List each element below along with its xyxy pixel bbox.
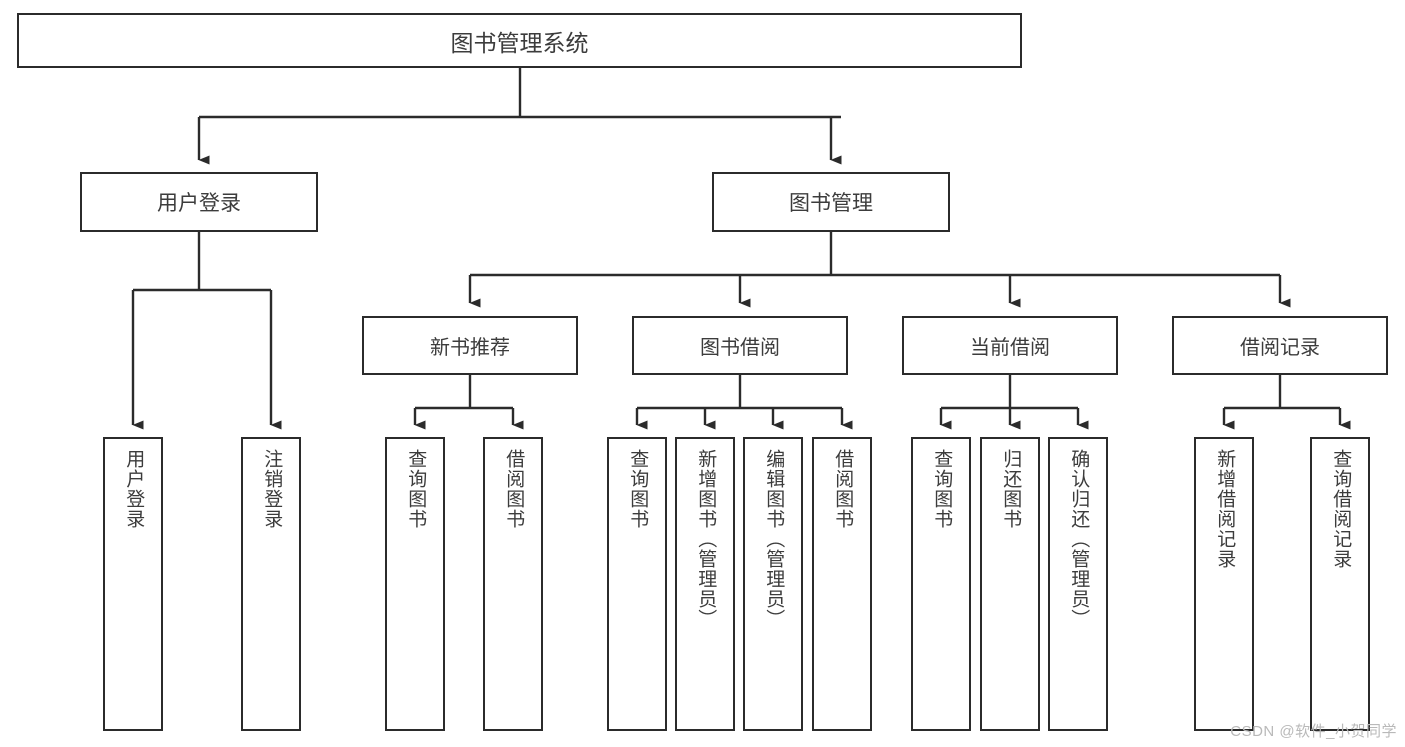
node-borrow-record-label: 借阅记录 [1240, 337, 1320, 359]
leaf-new-book-query[interactable]: 查询图书 [385, 437, 445, 731]
leaf-label: 编辑图书（管理员） [763, 449, 785, 629]
leaf-current-borrow-return[interactable]: 归还图书 [980, 437, 1040, 731]
leaf-label: 借阅图书 [503, 449, 525, 529]
leaf-label: 新增借阅记录 [1214, 449, 1236, 569]
leaf-borrow-record-add[interactable]: 新增借阅记录 [1194, 437, 1254, 731]
node-user-login[interactable]: 用户登录 [80, 172, 318, 232]
node-new-book-recommend[interactable]: 新书推荐 [362, 316, 578, 375]
leaf-current-borrow-query[interactable]: 查询图书 [911, 437, 971, 731]
node-book-management[interactable]: 图书管理 [712, 172, 950, 232]
leaf-book-borrow-query[interactable]: 查询图书 [607, 437, 667, 731]
node-borrow-record[interactable]: 借阅记录 [1172, 316, 1388, 375]
leaf-book-borrow-borrow[interactable]: 借阅图书 [812, 437, 872, 731]
leaf-label: 查询借阅记录 [1330, 449, 1352, 569]
leaf-label: 查询图书 [627, 449, 649, 529]
leaf-label: 注销登录 [261, 449, 283, 529]
leaf-label: 用户登录 [123, 449, 145, 529]
node-root-label: 图书管理系统 [450, 29, 589, 56]
leaf-label: 借阅图书 [832, 449, 854, 529]
leaf-current-borrow-confirm[interactable]: 确认归还（管理员） [1048, 437, 1108, 731]
node-book-borrow-label: 图书借阅 [700, 337, 780, 359]
watermark: CSDN @软件_小贺同学 [1230, 723, 1397, 740]
leaf-book-borrow-add[interactable]: 新增图书（管理员） [675, 437, 735, 731]
leaf-user-login-login[interactable]: 用户登录 [103, 437, 163, 731]
node-current-borrow[interactable]: 当前借阅 [902, 316, 1118, 375]
leaf-label: 确认归还（管理员） [1068, 449, 1090, 629]
node-book-borrow[interactable]: 图书借阅 [632, 316, 848, 375]
leaf-label: 查询图书 [931, 449, 953, 529]
node-user-login-label: 用户登录 [157, 192, 241, 215]
leaf-label: 查询图书 [405, 449, 427, 529]
leaf-new-book-borrow[interactable]: 借阅图书 [483, 437, 543, 731]
leaf-label: 归还图书 [1000, 449, 1022, 529]
node-current-borrow-label: 当前借阅 [970, 337, 1050, 359]
leaf-borrow-record-query[interactable]: 查询借阅记录 [1310, 437, 1370, 731]
leaf-label: 新增图书（管理员） [695, 449, 717, 629]
leaf-user-login-logout[interactable]: 注销登录 [241, 437, 301, 731]
node-new-book-recommend-label: 新书推荐 [430, 337, 510, 359]
node-book-management-label: 图书管理 [789, 192, 873, 215]
node-root[interactable]: 图书管理系统 [17, 13, 1022, 68]
leaf-book-borrow-edit[interactable]: 编辑图书（管理员） [743, 437, 803, 731]
